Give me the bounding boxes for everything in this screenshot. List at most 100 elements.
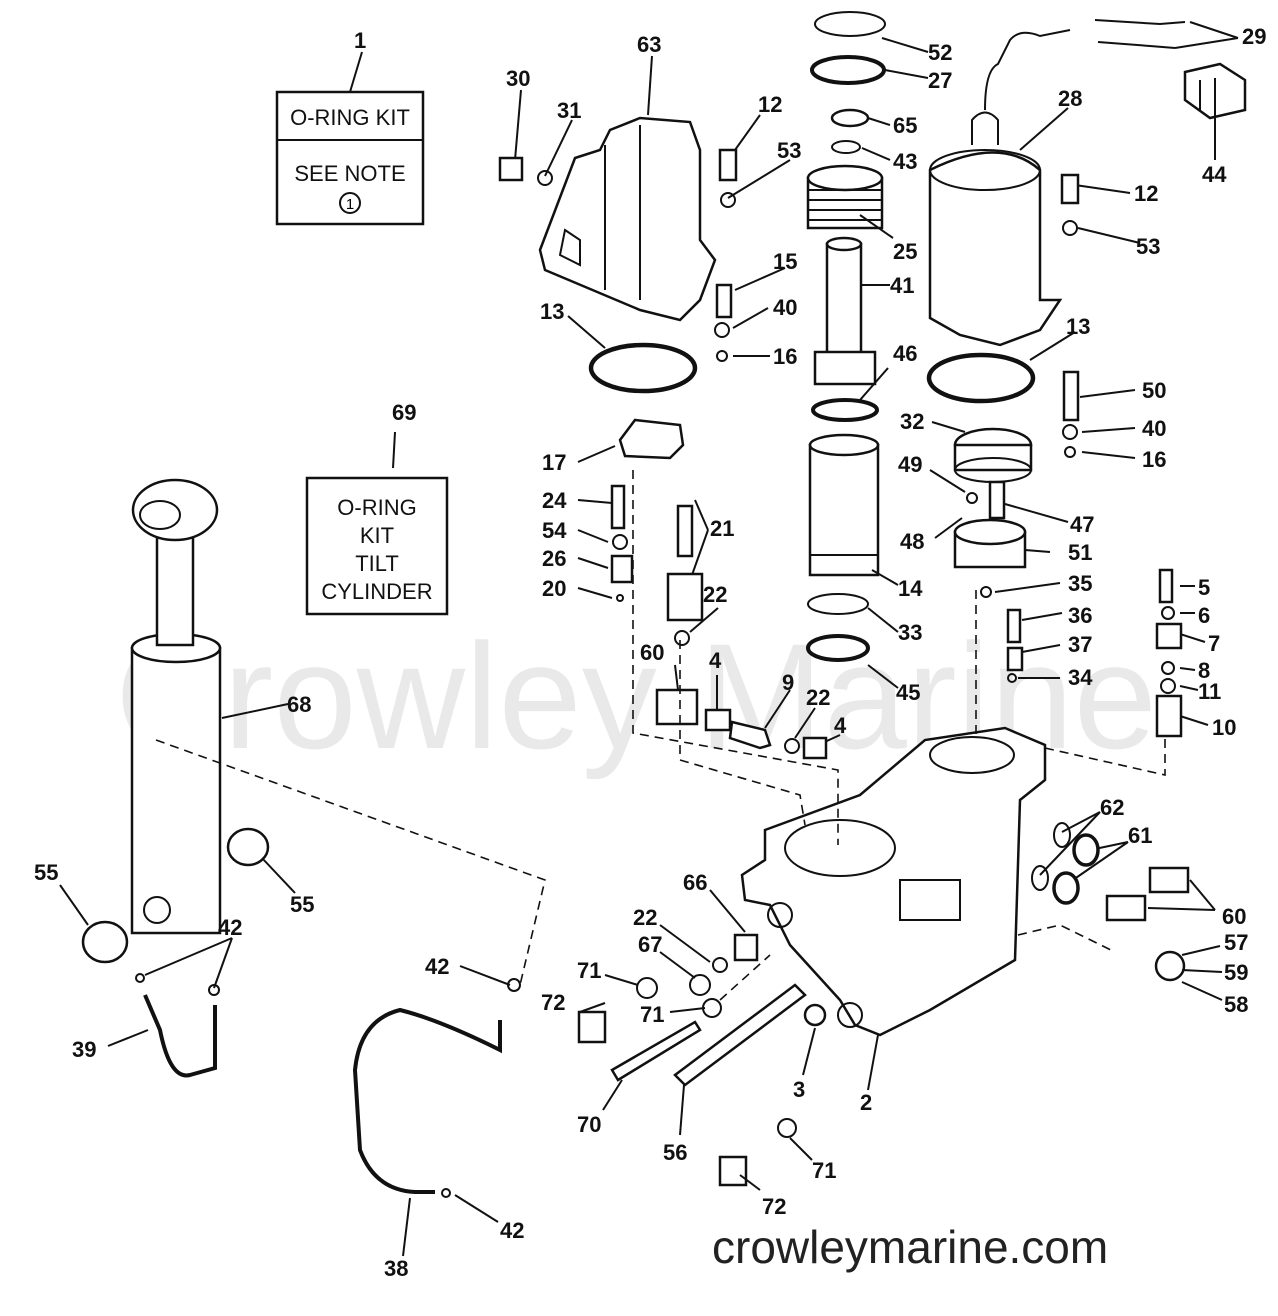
assembly-line — [155, 739, 546, 986]
callout-33: 33 — [898, 620, 922, 645]
kit69-line4: CYLINDER — [321, 579, 432, 604]
callout-labels: 1 63 52 27 29 30 31 12 53 65 43 28 44 12… — [34, 24, 1266, 1281]
callout-72b: 72 — [762, 1194, 786, 1219]
callout-43: 43 — [893, 149, 917, 174]
oring-13-left — [588, 342, 698, 394]
tube-39 — [143, 994, 217, 1078]
callout-58: 58 — [1224, 992, 1248, 1017]
callout-56: 56 — [663, 1140, 687, 1165]
oring-27 — [810, 55, 886, 85]
callout-40a: 40 — [773, 295, 797, 320]
callout-13b: 13 — [1066, 314, 1090, 339]
callout-38: 38 — [384, 1256, 408, 1281]
callout-9: 9 — [782, 670, 794, 695]
oring-kit-box: O-RING KIT SEE NOTE 1 — [275, 90, 425, 226]
callout-59: 59 — [1224, 960, 1248, 985]
oring-45 — [806, 634, 870, 662]
callout-42b: 42 — [425, 954, 449, 979]
callout-53a: 53 — [777, 138, 801, 163]
callout-45: 45 — [896, 680, 920, 705]
callout-12a: 12 — [758, 92, 782, 117]
callout-66: 66 — [683, 870, 707, 895]
assembly-line — [719, 954, 771, 1001]
callout-52: 52 — [928, 40, 952, 65]
callout-15: 15 — [773, 249, 797, 274]
callout-44: 44 — [1202, 162, 1227, 187]
callout-68: 68 — [287, 692, 311, 717]
bolt-72-lower — [718, 1155, 748, 1187]
callout-10: 10 — [1212, 715, 1236, 740]
piston-25 — [806, 164, 884, 230]
assembly-line — [1017, 924, 1116, 953]
bushing-55-left — [81, 920, 129, 964]
oring-43 — [831, 140, 861, 154]
callout-55a: 55 — [34, 860, 58, 885]
pump-motor-part — [928, 29, 1071, 347]
terminal-wires-part — [1094, 19, 1186, 49]
callout-69: 69 — [392, 400, 416, 425]
callout-48: 48 — [900, 529, 924, 554]
callout-11: 11 — [1198, 679, 1221, 704]
ring-32 — [953, 427, 1033, 483]
valve-body-51 — [953, 518, 1027, 569]
callout-55b: 55 — [290, 892, 314, 917]
callout-34: 34 — [1068, 665, 1093, 690]
kit-box-line2: SEE NOTE — [294, 161, 405, 186]
callout-42a: 42 — [218, 915, 242, 940]
callout-28: 28 — [1058, 86, 1082, 111]
reservoir-cover-part — [538, 116, 717, 322]
callout-71a: 71 — [577, 958, 601, 983]
bolt-70 — [610, 1020, 702, 1082]
callout-49: 49 — [898, 452, 922, 477]
kit69-line1: O-RING — [337, 495, 416, 520]
callout-20: 20 — [542, 576, 566, 601]
callout-5: 5 — [1198, 575, 1210, 600]
kit69-line3: TILT — [355, 551, 399, 576]
callout-25: 25 — [893, 239, 917, 264]
callout-40b: 40 — [1142, 416, 1166, 441]
callout-7: 7 — [1208, 631, 1220, 656]
valve-9 — [728, 720, 772, 750]
callout-26: 26 — [542, 546, 566, 571]
callout-13a: 13 — [540, 299, 564, 324]
kit-box-note-symbol: 1 — [346, 196, 354, 213]
shaft-56 — [673, 983, 807, 1087]
callout-47: 47 — [1070, 512, 1094, 537]
callout-62: 62 — [1100, 795, 1124, 820]
callout-8: 8 — [1198, 658, 1210, 683]
oring-33 — [807, 593, 869, 615]
assembly-line — [679, 640, 806, 826]
tilt-cylinder-kit-box: O-RING KIT TILT CYLINDER — [305, 476, 449, 616]
callout-71b: 71 — [640, 1002, 664, 1027]
bushing-55-right — [226, 827, 270, 867]
footer-url: crowleymarine.com — [712, 1221, 1108, 1273]
connector-part — [1183, 62, 1247, 120]
plug-60-right — [1105, 866, 1190, 922]
oring-52 — [814, 11, 886, 37]
callout-4b: 4 — [834, 713, 847, 738]
callout-39: 39 — [72, 1037, 96, 1062]
callout-51: 51 — [1068, 540, 1092, 565]
callout-14: 14 — [898, 576, 923, 601]
callout-22a: 22 — [703, 582, 727, 607]
callout-32: 32 — [900, 409, 924, 434]
callout-60b: 60 — [1222, 904, 1246, 929]
callout-70: 70 — [577, 1112, 601, 1137]
fitting-57 — [1154, 950, 1186, 982]
callout-60a: 60 — [640, 640, 664, 665]
callout-27: 27 — [928, 68, 952, 93]
assembly-line — [632, 470, 839, 845]
trim-rod-41 — [813, 236, 877, 386]
seal-46 — [811, 398, 879, 422]
callout-6: 6 — [1198, 603, 1210, 628]
pump-manifold-2 — [740, 726, 1047, 1037]
callout-50: 50 — [1142, 378, 1166, 403]
callout-31: 31 — [557, 98, 581, 123]
callout-36: 36 — [1068, 603, 1092, 628]
callout-29: 29 — [1242, 24, 1266, 49]
plate-17 — [618, 418, 685, 460]
kit-box-line1: O-RING KIT — [290, 105, 410, 130]
callout-16b: 16 — [1142, 447, 1166, 472]
callout-41: 41 — [890, 273, 914, 298]
